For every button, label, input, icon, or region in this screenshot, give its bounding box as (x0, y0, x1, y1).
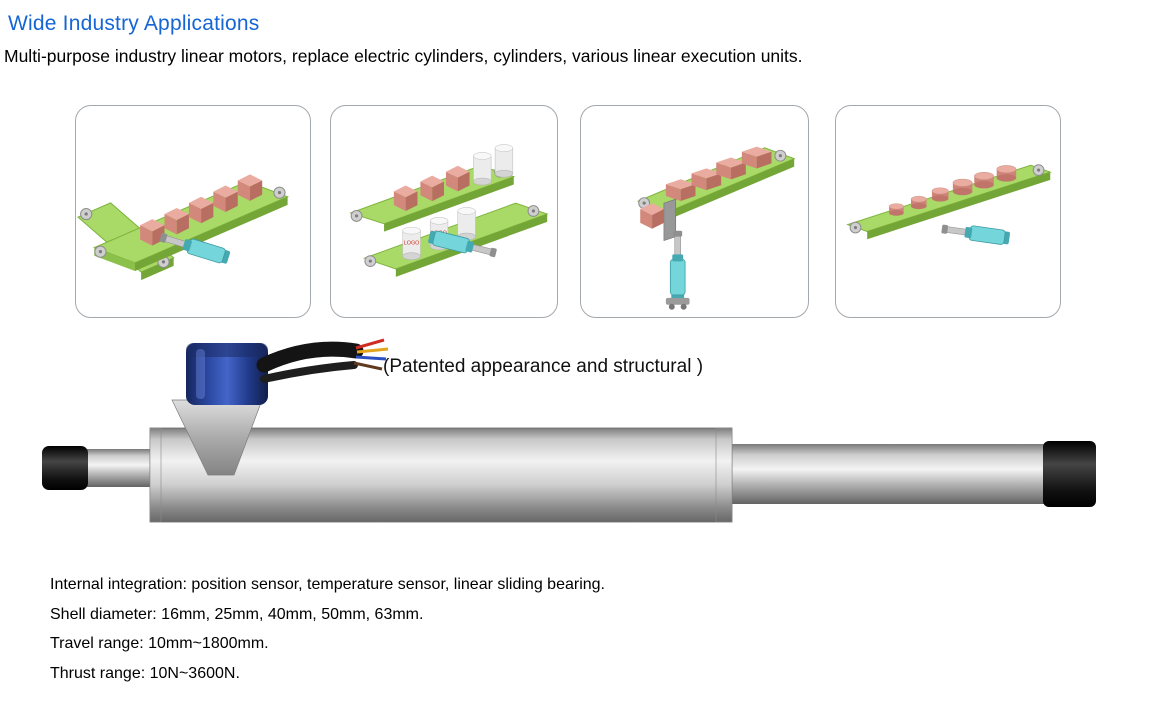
spec-thrust-range: Thrust range: 10N~3600N. (50, 664, 240, 682)
application-panel-long-conveyor (835, 105, 1061, 318)
application-panel-conveyor-junction (75, 105, 311, 318)
piston-rod-right (730, 444, 1050, 504)
application-panel-inclined-conveyor (580, 105, 809, 318)
shell-ring-left (149, 427, 162, 523)
linear-motor-illustration (42, 338, 1096, 523)
product-image (30, 333, 1110, 563)
spec-travel-range: Travel range: 10mm~1800mm. (50, 635, 269, 652)
patent-note: (Patented appearance and structural ) (383, 356, 704, 377)
main-conveyor-belt (92, 180, 289, 272)
piston-rod-left (80, 449, 154, 487)
inclined-conveyor-illustration (636, 146, 796, 310)
spec-list: Internal integration: position sensor, t… (50, 570, 605, 688)
page-title: Wide Industry Applications (8, 12, 260, 35)
spec-internal-integration: Internal integration: position sensor, t… (50, 576, 605, 593)
power-cable (256, 338, 389, 383)
end-cap-right (1043, 441, 1096, 507)
spec-shell-diameter: Shell diameter: 16mm, 25mm, 40mm, 50mm, … (50, 605, 424, 623)
shell-ring-right (715, 427, 733, 523)
long-conveyor-illustration (846, 164, 1052, 247)
logo-text: LOGO (404, 240, 420, 246)
dual-conveyor-illustration: LOGO LOGO (349, 144, 549, 277)
motor-cap (186, 343, 268, 405)
application-panel-dual-conveyors: LOGO LOGO (330, 105, 558, 318)
end-cap-left (42, 446, 88, 490)
linear-actuator (940, 221, 1011, 247)
page-subtitle: Multi-purpose industry linear motors, re… (4, 46, 803, 66)
conveyor-junction-illustration (77, 174, 289, 281)
actuator-base (665, 297, 690, 310)
vertical-linear-actuator (669, 230, 686, 301)
main-shell (149, 427, 733, 523)
